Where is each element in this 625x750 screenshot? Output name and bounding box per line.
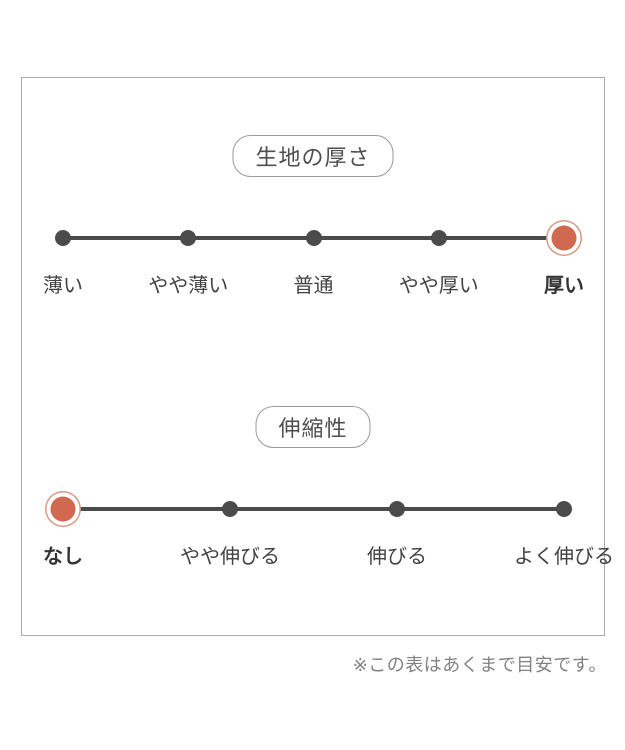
thickness-title: 生地の厚さ bbox=[255, 145, 371, 170]
scale-label: よく伸びる bbox=[514, 546, 614, 568]
scale-label: 薄い bbox=[43, 275, 83, 297]
selected-point bbox=[50, 496, 76, 522]
scale-label-selected: なし bbox=[43, 546, 83, 568]
scale-point bbox=[430, 230, 447, 246]
thickness-title-pill: 生地の厚さ bbox=[232, 135, 394, 177]
scale-line bbox=[63, 507, 564, 511]
scale-label: 伸びる bbox=[367, 546, 427, 568]
scale-label: やや薄い bbox=[148, 275, 229, 297]
selected-point bbox=[551, 225, 577, 251]
scale-label: やや厚い bbox=[398, 275, 479, 297]
scale-label: 普通 bbox=[293, 275, 334, 297]
stretch-scale: 伸縮性 なし やや伸びる 伸びる よく伸びる bbox=[22, 349, 614, 619]
scale-point bbox=[55, 230, 71, 246]
stretch-title-pill: 伸縮性 bbox=[255, 406, 371, 448]
scale-label: やや伸びる bbox=[180, 546, 280, 568]
stretch-title: 伸縮性 bbox=[278, 416, 348, 441]
scale-label-selected: 厚い bbox=[544, 275, 584, 297]
spec-chart-box: 生地の厚さ 薄い やや薄い 普通 やや厚い 厚い 伸縮性 なし やや伸びる 伸びる よく伸びる bbox=[21, 77, 614, 636]
scale-point bbox=[389, 501, 405, 517]
footnote-text: ※この表はあくまで目安です。 bbox=[352, 655, 607, 675]
scale-point bbox=[556, 501, 572, 517]
scale-point bbox=[222, 501, 238, 517]
thickness-scale: 生地の厚さ 薄い やや薄い 普通 やや厚い 厚い bbox=[22, 78, 604, 348]
scale-point bbox=[180, 230, 197, 246]
scale-point bbox=[305, 230, 322, 246]
